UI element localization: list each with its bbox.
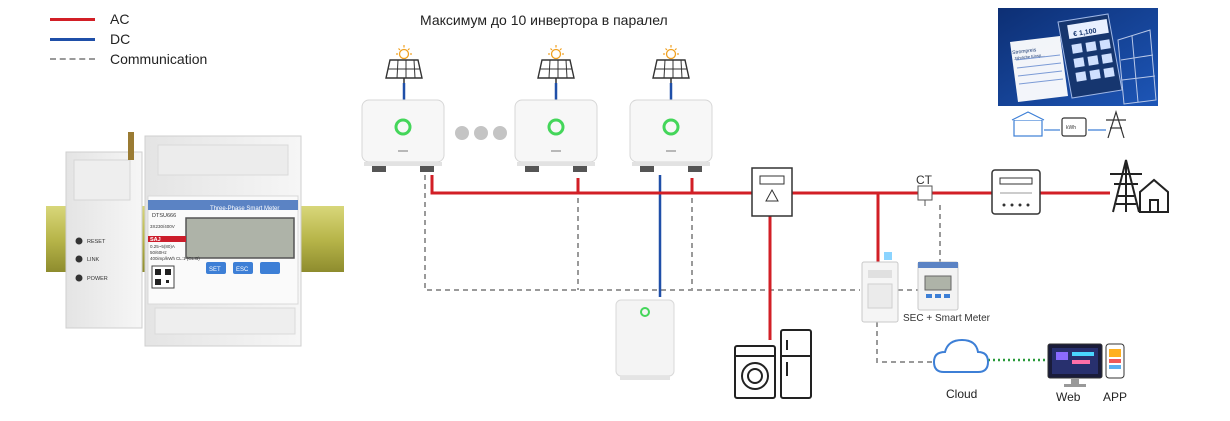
wifi-icon [884,252,892,260]
small-meter-unit: kWh [1066,125,1076,131]
battery-icon [615,299,675,380]
cloud-icon [932,338,990,373]
meter-esc-label: ESC [236,267,249,273]
solar-panel-icon-3 [652,44,690,84]
phone-app-icon [1105,343,1125,379]
grid-meter-icon [991,169,1041,215]
link-indicator [75,255,83,263]
sec-smart-meter [917,261,959,311]
antenna [128,132,134,160]
communication-line-swatch [50,58,95,60]
price-tag-text: € 1,100 [1073,28,1097,39]
more-inverters-dots [455,126,507,140]
app-label: APP [1103,390,1127,404]
web-monitor-icon [1047,343,1103,387]
ac-lines [430,175,1110,340]
meter-spec-4: CL:1 (CL:B) [176,256,200,261]
ac-bus [430,175,1110,195]
meter-spec-1: 0.25~5(80)A [150,244,175,249]
sheet-title-text: Strompreis [1012,47,1037,56]
fridge-icon [780,329,812,399]
sec-smart-meter-label: SEC + Smart Meter [903,313,991,324]
house-meter-grid-icons [1011,109,1126,139]
legend-label-dc: DC [110,31,131,47]
meter-model-text: DTSU666 [152,213,176,219]
ct-icon [917,185,933,206]
communication-lines [424,175,941,363]
legend-label-communication: Communication [110,51,208,67]
inverter-3 [628,98,714,174]
inverter-2 [513,98,599,174]
grid-tower-icon [1110,159,1142,213]
legend-label-ac: AC [110,11,130,27]
dc-line-swatch [50,38,95,41]
meter-lcd [185,217,295,259]
small-meter-icon [1061,117,1087,137]
solar-panel-icon-1 [385,44,423,84]
meter-set-button[interactable] [206,262,226,274]
meter-spec-3: 400imp/kWh [150,256,176,261]
inverter-1 [360,98,446,174]
meter-brand-text: SAJ [150,237,161,243]
dc-lines [402,83,673,297]
distribution-box-icon [751,167,793,217]
meter-header-band [148,200,298,210]
ac-line-swatch [50,18,95,21]
reset-label: RESET [87,239,106,245]
reset-indicator [75,237,83,245]
solar-panel-icon-2 [537,44,575,84]
small-house-icon [1011,111,1045,137]
meter-esc-button[interactable] [233,262,253,274]
power-label: POWER [87,276,108,282]
house-icon [1139,178,1169,213]
cloud-label: Cloud [946,387,977,401]
comm-line-inverters [424,175,860,291]
power-indicator [75,274,83,282]
energy-cost-image [998,8,1158,106]
meter-spec-0: 3X230/400V [150,224,175,229]
web-label: Web [1056,390,1081,404]
small-pylon-icon [1106,109,1126,139]
meter-arrow-button[interactable] [260,262,280,274]
meter-set-label: SET [209,267,221,273]
washing-machine-icon [734,345,776,399]
comm-line-cloud [876,322,936,363]
link-label: LINK [87,257,100,263]
smart-meter-photo [46,132,344,347]
meter-type-text: Three-Phase Smart Meter [210,206,279,212]
diagram-title: Максимум до 10 инвертора в паралел [420,12,668,28]
sec-device [861,252,899,323]
sheet-subtitle-text: Jährliche Einsp... [1014,52,1045,61]
ct-label: CT [916,173,933,187]
meter-spec-2: 50/60Hz [150,250,168,255]
